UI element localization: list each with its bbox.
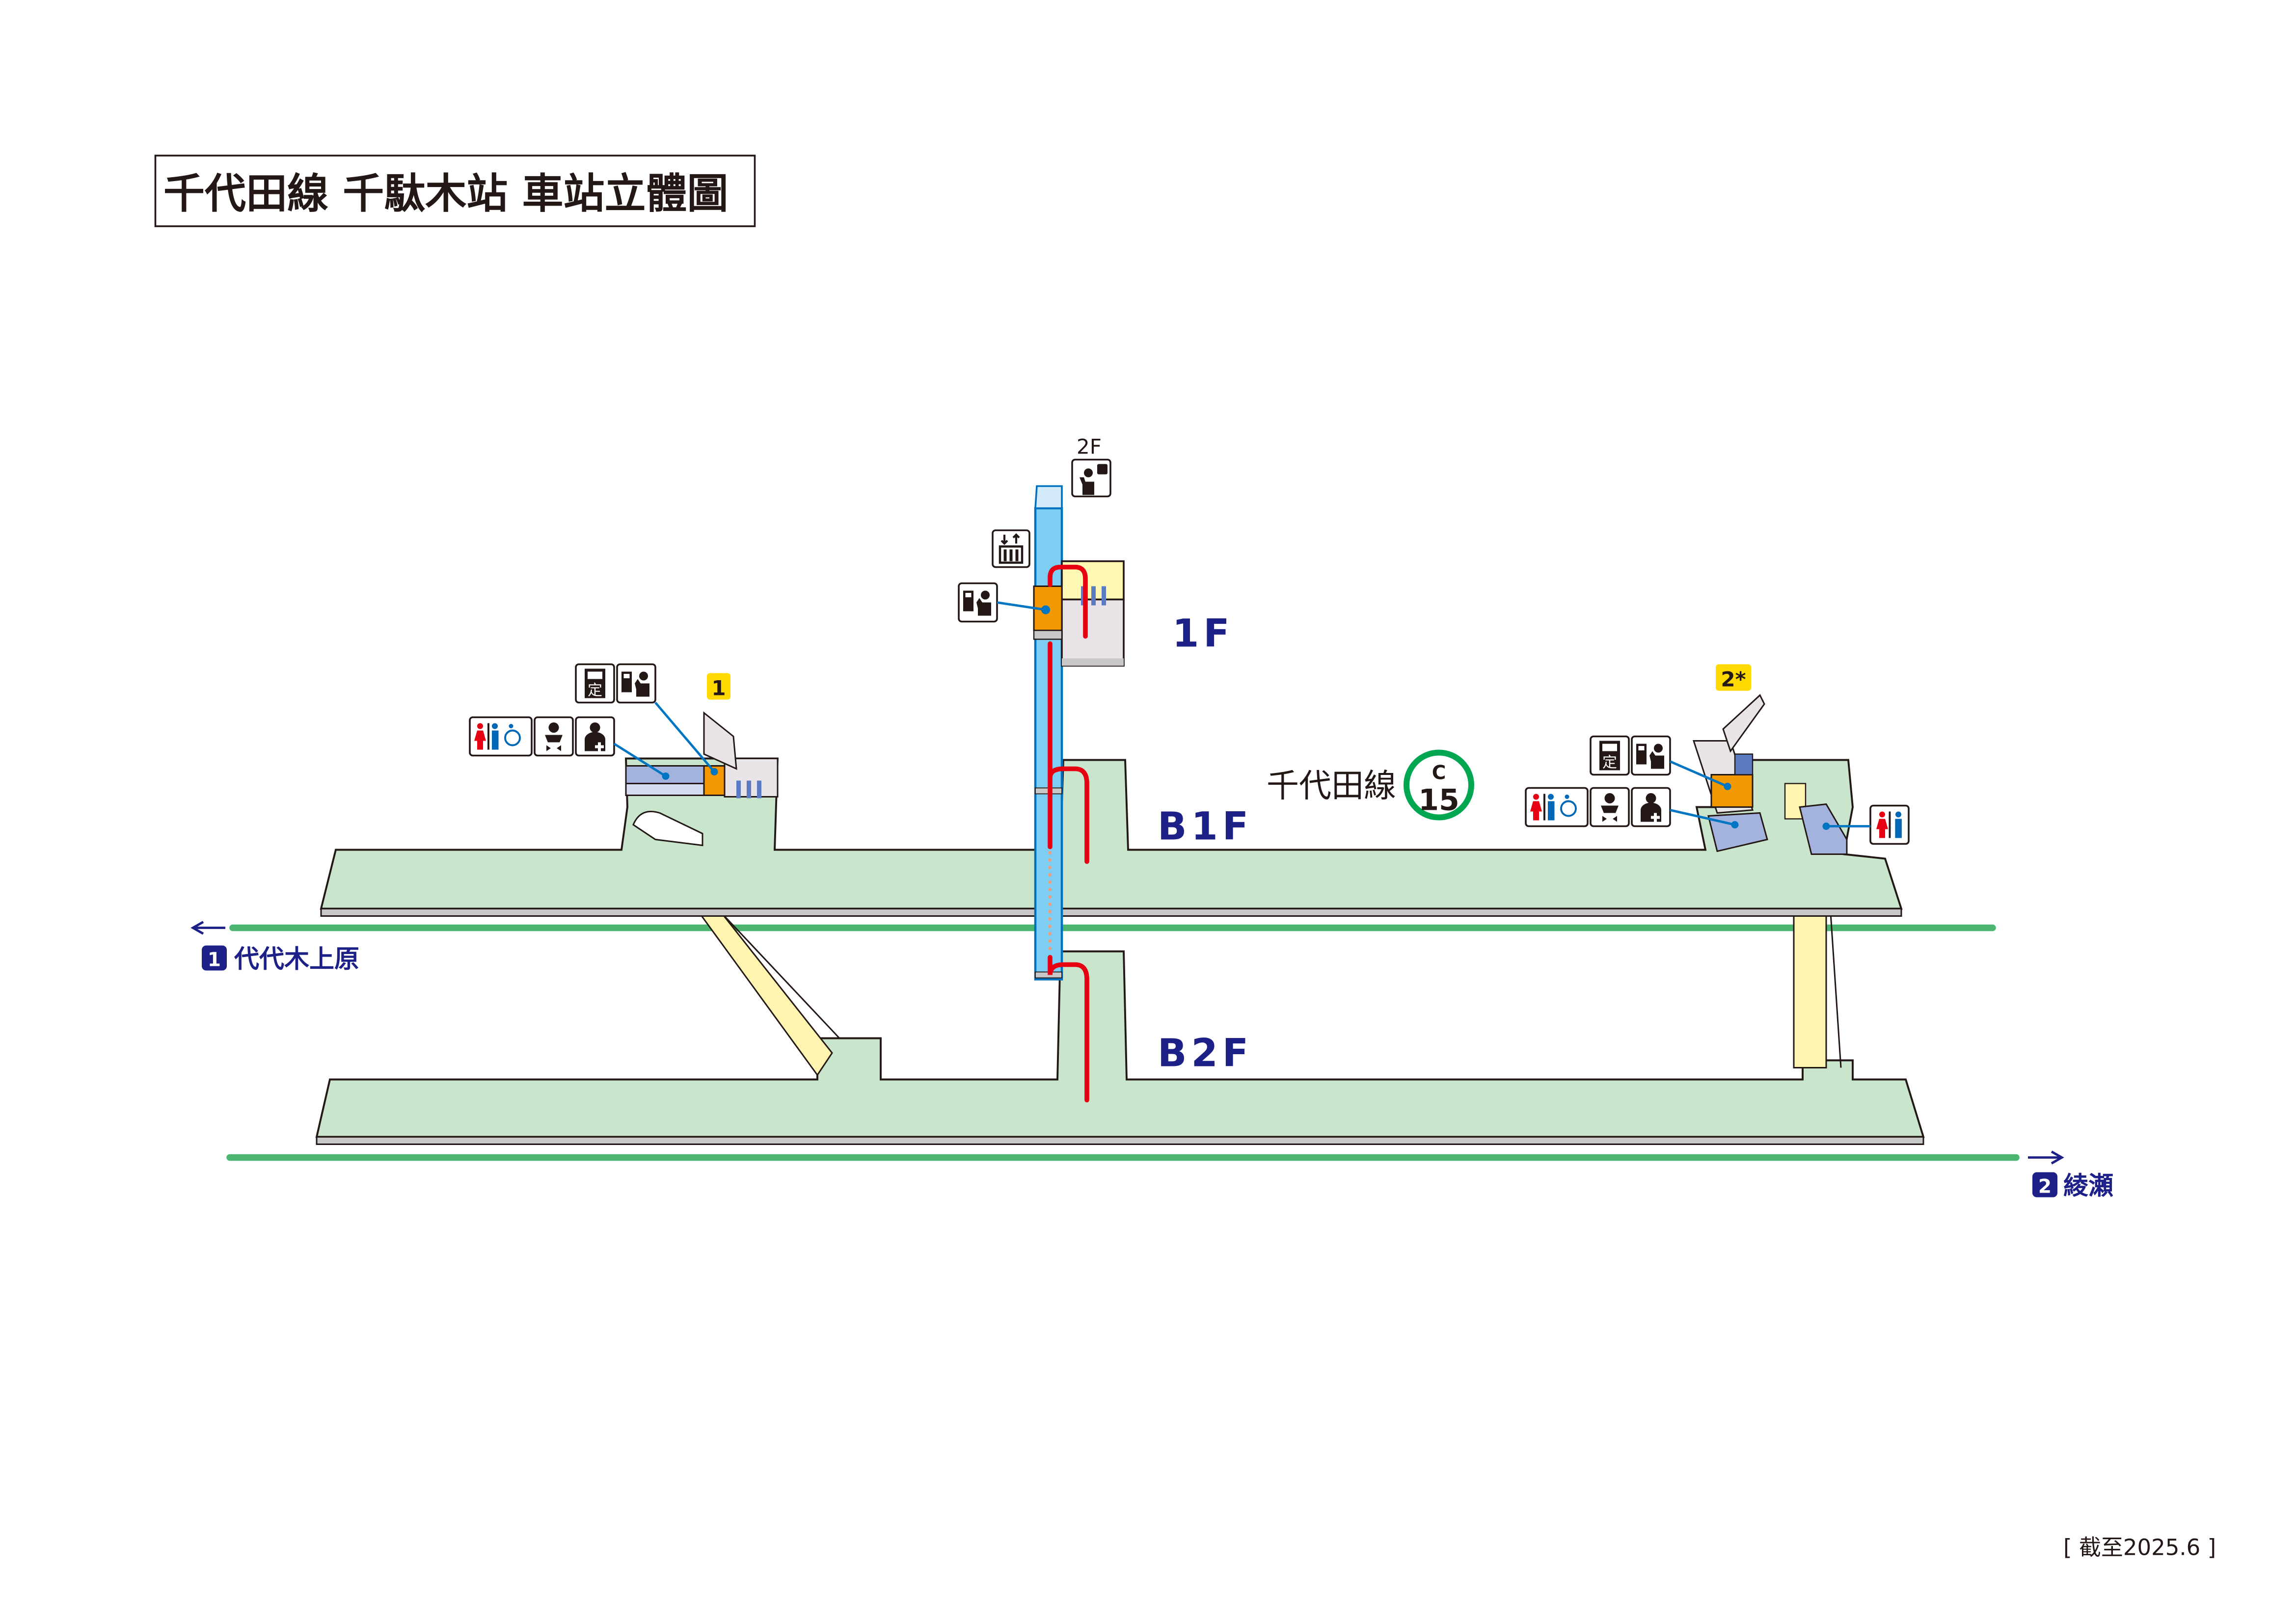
left-gate-area (625, 711, 779, 847)
leader-line (1670, 760, 1728, 788)
ticket-machine-icon (1631, 735, 1671, 776)
leader-line (1670, 809, 1735, 826)
baby-changing-icon (534, 716, 574, 757)
direction-track-1: 1 代代木上原 (190, 921, 359, 974)
exit-2-badge[interactable]: 2* (1716, 664, 1751, 692)
commuter-pass-icon (575, 663, 615, 704)
ticket-machine-icon (958, 582, 998, 623)
page-title: 千代田線 千駄木站 車站立體圖 (163, 170, 729, 218)
floor-label-b1f: B1F (1158, 805, 1253, 849)
b2f-platform (315, 950, 1925, 1145)
svg-text:2*: 2* (1721, 667, 1746, 692)
arrow-left-icon (190, 921, 225, 935)
right-gate-area (1692, 694, 1848, 855)
b1f-concourse (320, 757, 1903, 917)
elevator-icon (992, 529, 1030, 568)
exit-1-badge[interactable]: 1 (707, 673, 730, 700)
as-of-date: [ 截至2025.6 ] (2063, 1535, 2216, 1561)
station-code-number: 15 (1418, 783, 1459, 818)
floor-label-1f: 1F (1172, 612, 1234, 656)
escalator-left (698, 912, 840, 1077)
first-aid-icon (575, 716, 615, 757)
track-number: 1 (208, 949, 221, 971)
floor-label-2f: 2F (1077, 435, 1102, 459)
title-box: 千代田線 千駄木站 車站立體圖 (154, 155, 756, 227)
toilet-icon (469, 716, 533, 757)
direction-track-2: 2 綾瀬 (2028, 1150, 2113, 1201)
baby-changing-icon (1590, 787, 1630, 827)
escalator-right (1793, 912, 1842, 1068)
toilet-icon (1869, 804, 1910, 845)
leader-line (997, 601, 1046, 611)
station-staff-icon (1071, 458, 1111, 498)
barrier-free-route (1048, 564, 1089, 1103)
first-aid-icon (1631, 787, 1671, 827)
station-number-badge: C 15 (1404, 749, 1474, 821)
floor-label-b2f: B2F (1158, 1032, 1253, 1076)
track-number: 2 (2038, 1176, 2052, 1198)
toilet-icon (1525, 787, 1589, 827)
destination-name: 代代木上原 (234, 945, 359, 974)
leader-line (613, 743, 667, 777)
ticket-machine-icon (616, 663, 656, 704)
svg-text:1: 1 (711, 676, 726, 700)
line-code-letter: C (1432, 762, 1446, 784)
line-name: 千代田線 (1267, 767, 1396, 805)
arrow-right-icon (2028, 1150, 2064, 1165)
commuter-pass-icon (1590, 735, 1630, 776)
destination-name: 綾瀬 (2063, 1172, 2113, 1201)
leader-line (654, 701, 715, 773)
